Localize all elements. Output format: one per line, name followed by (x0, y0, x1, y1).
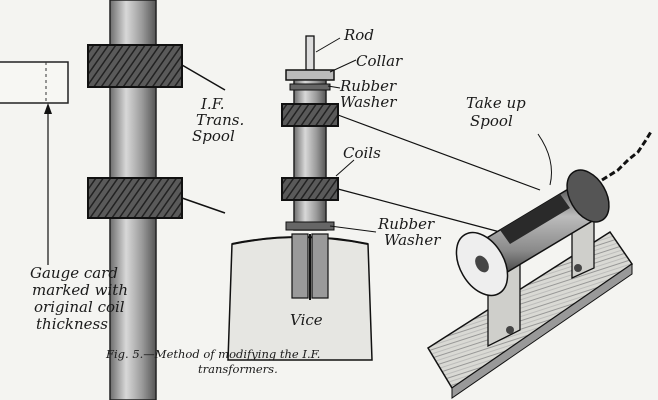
label-collar: Collar (356, 52, 403, 70)
caption-line-1: Fig. 5.—Method of modifying the I.F. (105, 347, 320, 361)
label-if-spool-3: Spool (192, 127, 235, 145)
drum-end-right (566, 169, 610, 223)
label-gauge-3: original coil (34, 298, 125, 316)
lower-coil-wire (181, 197, 226, 214)
upper-coil (87, 44, 183, 88)
screw-left (506, 326, 514, 334)
spool-in-vice (227, 35, 541, 361)
coil-lower-middle (281, 177, 339, 201)
rod (305, 35, 315, 71)
screw-right (574, 264, 582, 272)
coil-upper-middle (281, 103, 339, 127)
caption-line-2: transformers. (198, 362, 278, 376)
vice-jaw-left (291, 233, 309, 299)
rubber-washer-top (289, 83, 331, 91)
collar (285, 69, 335, 81)
take-up-spool-assembly (426, 129, 654, 399)
lower-coil (87, 177, 183, 219)
rubber-washer-bottom (285, 221, 335, 231)
label-leaders (315, 37, 552, 233)
upper-coil-wire (181, 64, 226, 91)
gauge-card (0, 61, 69, 265)
label-gauge-4: thickness (36, 315, 108, 333)
if-transformer-spool (87, 0, 226, 400)
label-rubber-washer-bottom-2: Washer (384, 231, 441, 249)
label-if-spool-1: I.F. (200, 95, 225, 113)
vice-jaw-right (311, 233, 329, 299)
wire-to-take-up-1 (337, 114, 541, 191)
label-if-spool-2: Trans. (196, 111, 244, 129)
wound-wire (500, 194, 570, 244)
spool-former-middle (293, 79, 327, 231)
label-vice: Vice (290, 311, 323, 329)
label-coils: Coils (343, 144, 381, 162)
label-rubber-washer-top-1: Rubber (339, 77, 397, 95)
label-rubber-washer-bottom-1: Rubber (377, 215, 435, 233)
label-take-up-1: Take up (466, 94, 526, 112)
drive-chain (601, 129, 654, 182)
label-gauge-2: marked with (32, 281, 128, 299)
label-take-up-2: Spool (470, 112, 513, 130)
wire-to-take-up-2 (337, 188, 501, 233)
label-rubber-washer-top-2: Washer (340, 93, 397, 111)
label-gauge-1: Gauge card (30, 264, 118, 282)
label-rod: Rod (343, 26, 374, 44)
